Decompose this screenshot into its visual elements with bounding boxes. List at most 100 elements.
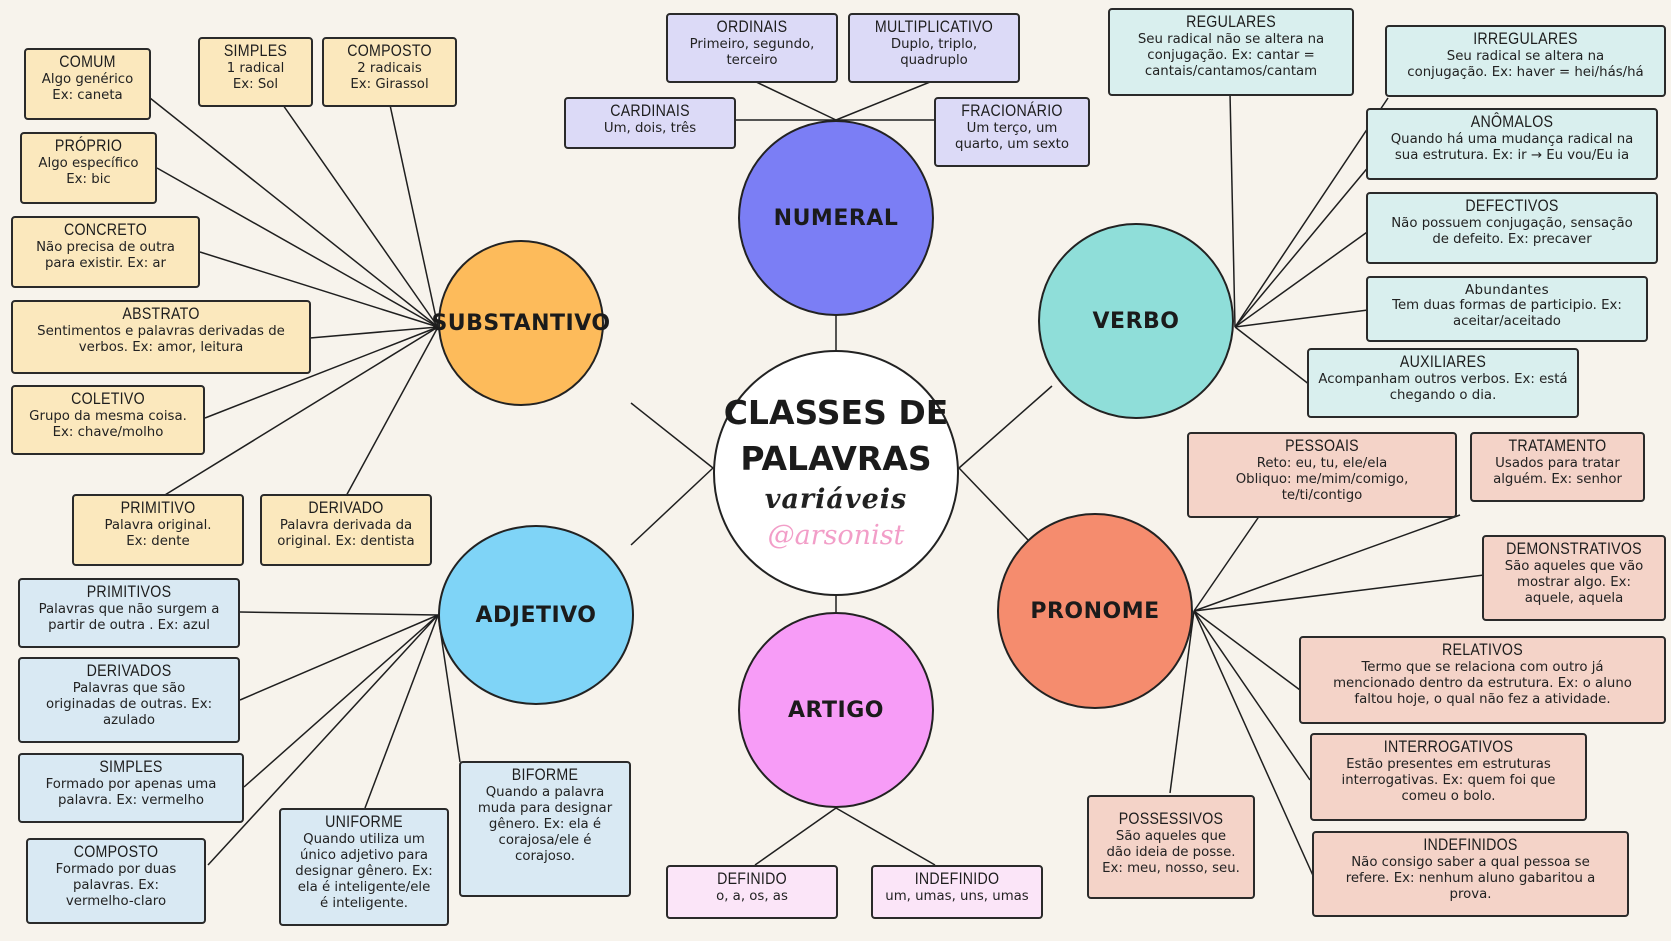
node-verbo-label: VERBO xyxy=(1092,308,1180,334)
box-title: Abundantes xyxy=(1465,282,1549,298)
box-title: IRREGULARES xyxy=(1473,30,1578,48)
box-title: POSSESSIVOS xyxy=(1118,810,1224,828)
node-numeral: NUMERAL xyxy=(738,120,934,316)
box-desc: Sentimentos e palavras derivadas de verb… xyxy=(37,324,285,355)
box-desc: 1 radical Ex: Sol xyxy=(226,61,285,92)
box-desc: Seu radical não se altera na conjugação.… xyxy=(1137,32,1325,79)
box-desc: Usados para tratar alguém. Ex: senhor xyxy=(1493,456,1622,487)
box-desc: Reto: eu, tu, ele/ela Obliquo: me/mim/co… xyxy=(1235,456,1409,503)
box-desc: Não precisa de outra para existir. Ex: a… xyxy=(36,240,175,271)
box-desc: Termo que se relaciona com outro já menc… xyxy=(1333,660,1632,707)
box-title: SIMPLES xyxy=(223,42,288,60)
box-title: ORDINAIS xyxy=(716,18,788,36)
box-desc: Quando utiliza um único adjetivo para de… xyxy=(295,832,433,911)
box-desc: Palavras que não surgem a partir de outr… xyxy=(38,602,220,633)
box-title: COMPOSTO xyxy=(73,843,159,861)
box-title: BIFORME xyxy=(511,766,579,784)
box-title: PRIMITIVOS xyxy=(86,583,172,601)
box-desc: Primeiro, segundo, terceiro xyxy=(689,37,815,68)
box-desc: Formado por apenas uma palavra. Ex: verm… xyxy=(45,777,217,808)
box-title: ABSTRATO xyxy=(122,305,200,323)
box-desc: Não possuem conjugação, sensação de defe… xyxy=(1391,216,1633,247)
box-title: ANÔMALOS xyxy=(1470,113,1554,131)
node-pronome: PRONOME xyxy=(997,513,1193,709)
box-desc: Um terço, um quarto, um sexto xyxy=(955,121,1069,152)
box-desc: Acompanham outros verbos. Ex: está chega… xyxy=(1318,372,1568,403)
box-title: PRÓPRIO xyxy=(54,137,123,155)
box-title: CARDINAIS xyxy=(610,102,690,120)
box-title: MULTIPLICATIVO xyxy=(874,18,994,36)
node-substantivo: SUBSTANTIVO xyxy=(431,240,610,406)
box-desc: Algo genérico Ex: caneta xyxy=(41,72,134,103)
box-title: DEFINIDO xyxy=(717,870,787,888)
box-title: PESSOAIS xyxy=(1285,437,1359,455)
box-desc: Estão presentes em estruturas interrogat… xyxy=(1341,757,1556,804)
box-title: DEMONSTRATIVOS xyxy=(1506,540,1642,558)
box-desc: Quando há uma mudança radical na sua est… xyxy=(1390,132,1634,163)
node-substantivo-label: SUBSTANTIVO xyxy=(431,310,611,336)
box-title: SIMPLES xyxy=(99,758,163,776)
box-title: FRACIONÁRIO xyxy=(961,102,1063,120)
box-desc: Formado por duas palavras. Ex: vermelho-… xyxy=(55,862,177,909)
box-desc: Um, dois, três xyxy=(603,121,697,136)
box-title: CONCRETO xyxy=(63,221,148,239)
node-verbo: VERBO xyxy=(1038,223,1234,419)
box-title: INDEFINIDO xyxy=(914,870,1000,888)
box-title: COMPOSTO xyxy=(347,42,432,60)
box-title: DEFECTIVOS xyxy=(1465,197,1559,215)
box-title: TRATAMENTO xyxy=(1508,437,1607,455)
box-desc: 2 radicais Ex: Girassol xyxy=(350,61,429,92)
box-title: COLETIVO xyxy=(71,390,145,408)
box-desc: Seu radical se altera na conjugação. Ex:… xyxy=(1407,49,1644,80)
center-handle: @arsonist xyxy=(767,520,905,551)
box-desc: Tem duas formas de participio. Ex: aceit… xyxy=(1392,298,1622,329)
box-title: COMUM xyxy=(59,53,116,71)
box-title: AUXILIARES xyxy=(1399,353,1487,371)
node-artigo-label: ARTIGO xyxy=(788,697,884,723)
node-artigo: ARTIGO xyxy=(738,612,934,808)
box-desc: um, umas, uns, umas xyxy=(885,889,1029,904)
node-adjetivo: ADJETIVO xyxy=(438,525,634,705)
box-title: DERIVADOS xyxy=(86,662,172,680)
box-desc: Palavra derivada da original. Ex: dentis… xyxy=(277,518,415,549)
box-desc: São aqueles que vão mostrar algo. Ex: aq… xyxy=(1504,559,1644,606)
box-desc: Grupo da mesma coisa. Ex: chave/molho xyxy=(29,409,187,440)
box-title: PRIMITIVO xyxy=(120,499,196,517)
box-desc: Duplo, triplo, quadruplo xyxy=(890,37,978,68)
box-title: UNIFORME xyxy=(325,813,403,831)
box-desc: Palavras que são originadas de outras. E… xyxy=(45,681,213,728)
box-desc: Algo específico Ex: bic xyxy=(38,156,139,187)
node-adjetivo-label: ADJETIVO xyxy=(475,602,597,628)
center-circle: CLASSES DE PALAVRAS variáveis @arsonist xyxy=(713,350,959,596)
box-title: INTERROGATIVOS xyxy=(1383,738,1514,756)
